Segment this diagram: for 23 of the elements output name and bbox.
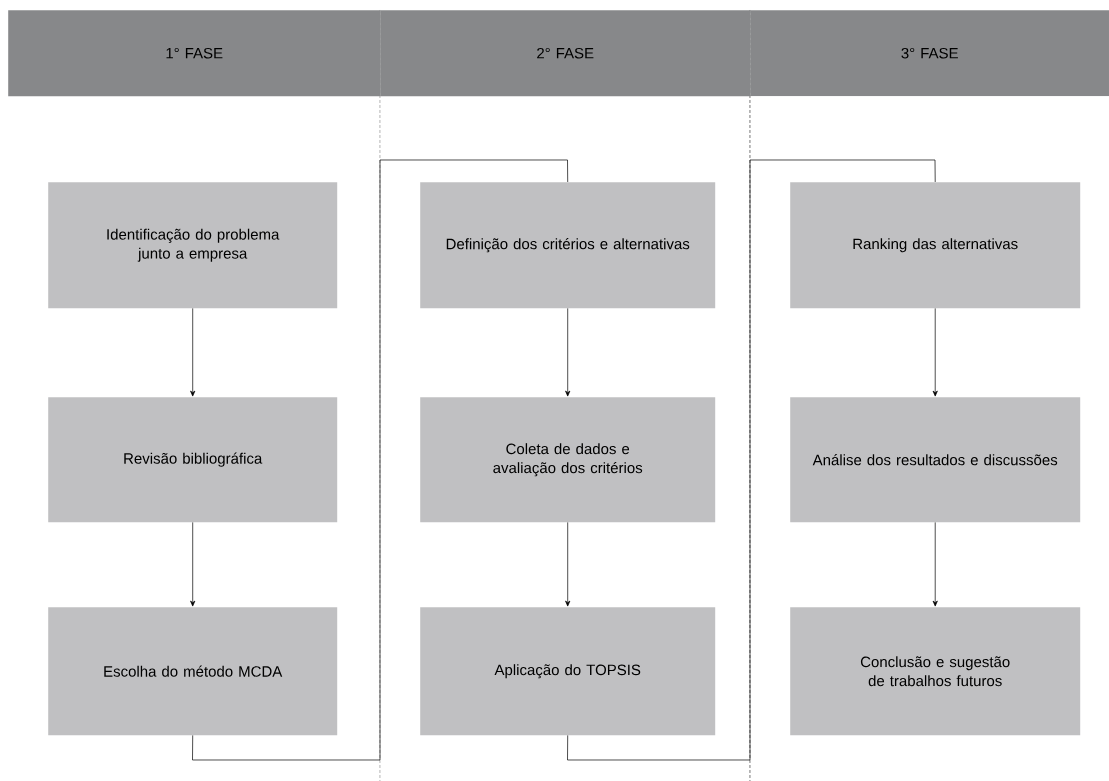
process-box: Ranking das alternativas <box>790 182 1081 309</box>
node-label: 3° FASE <box>901 47 958 59</box>
process-box: Revisão bibliográfica <box>48 397 338 523</box>
process-box: Identificação do problema junto a empresa <box>48 182 338 309</box>
connector <box>932 308 938 397</box>
connector <box>565 522 571 607</box>
connector <box>190 522 196 607</box>
process-box: Coleta de dados e avaliação dos critérios <box>420 397 716 523</box>
connector <box>932 522 938 607</box>
connector <box>192 159 569 761</box>
connector <box>565 308 571 397</box>
process-box: Análise dos resultados e discussões <box>790 397 1081 523</box>
node-label: 2° FASE <box>537 47 594 59</box>
phase-header: 3° FASE <box>750 10 1109 97</box>
connector <box>190 308 196 397</box>
process-box: Conclusão e sugestão de trabalhos futuros <box>790 607 1081 736</box>
phase-header: 2° FASE <box>380 10 751 97</box>
process-box: Aplicação do TOPSIS <box>420 607 716 736</box>
connector <box>567 159 936 761</box>
phase-header: 1° FASE <box>8 10 381 97</box>
process-box: Escolha do método MCDA <box>48 607 338 736</box>
process-box: Definição dos critérios e alternativas <box>420 182 716 309</box>
node-label: 1° FASE <box>166 47 223 59</box>
